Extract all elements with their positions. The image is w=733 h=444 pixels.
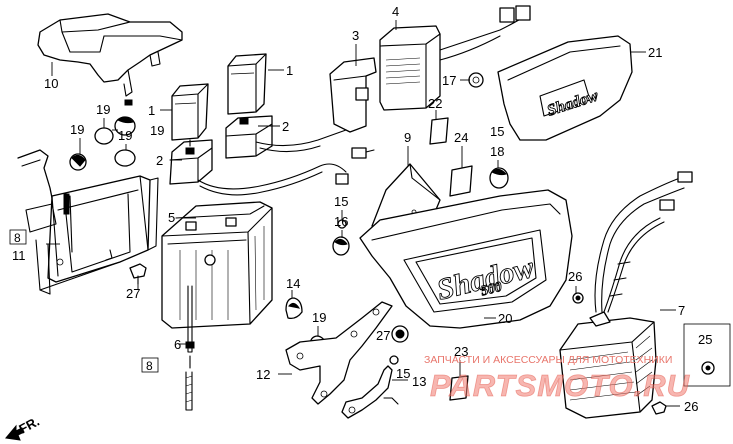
watermark-tagline: ЗАПЧАСТИ И АКСЕССУАРЫ ДЛЯ МОТОТЕХНИКИ xyxy=(424,354,672,366)
callout-23: 23 xyxy=(454,344,468,359)
part-21-left-cover: Shadow xyxy=(497,35,633,141)
callout-2-upper: 2 xyxy=(282,119,289,134)
part-23-decal xyxy=(449,375,469,401)
part-2-mount-lower xyxy=(169,139,213,185)
callout-19-c: 19 xyxy=(150,123,164,138)
callout-7: 7 xyxy=(678,303,685,318)
part-27-grommet-lower xyxy=(391,325,409,343)
callout-18: 18 xyxy=(490,144,504,159)
callout-6: 6 xyxy=(174,337,181,352)
callout-8-left: 8 xyxy=(14,231,21,245)
part-13-stay xyxy=(341,365,399,419)
front-direction-arrow: FR. xyxy=(5,414,42,441)
callout-27-lower: 27 xyxy=(376,328,390,343)
callout-20: 20 xyxy=(498,311,512,326)
part-12-bracket xyxy=(285,301,393,405)
callout-25: 25 xyxy=(698,332,712,347)
callout-15-lower: 15 xyxy=(396,366,410,381)
part-25-box xyxy=(683,323,731,387)
watermark: ЗАПЧАСТИ И АКСЕССУАРЫ ДЛЯ МОТОТЕХНИКИ PA… xyxy=(424,354,691,403)
callout-1-upper: 1 xyxy=(286,63,293,78)
part-2-mount-upper xyxy=(225,115,273,159)
callout-26-upper: 26 xyxy=(568,269,582,284)
part-15-grommet-lower xyxy=(389,355,399,365)
part-26-screw-lower xyxy=(651,401,667,415)
part-1-relay-upper xyxy=(227,53,267,115)
callout-labels: 10 1 1 2 2 19 19 19 19 3 4 21 17 22 24 9… xyxy=(12,4,712,414)
part-10-cover xyxy=(37,13,183,106)
callout-21: 21 xyxy=(648,45,662,60)
callout-17: 17 xyxy=(442,73,456,88)
callout-15-right: 15 xyxy=(490,124,504,139)
part-27-bolt-left xyxy=(129,263,147,285)
part-7-regulator xyxy=(559,171,693,419)
side-cover-emblem-sub: 500 xyxy=(479,280,503,300)
part-11-battery-holder xyxy=(17,149,159,295)
ref-box-8-lower xyxy=(141,357,159,373)
callout-13: 13 xyxy=(412,374,426,389)
part-18-grommet xyxy=(489,167,509,189)
callout-19-a: 19 xyxy=(96,102,110,117)
callout-10: 10 xyxy=(44,76,58,91)
callout-19-d: 19 xyxy=(118,128,132,143)
callout-3: 3 xyxy=(352,28,359,43)
callout-4: 4 xyxy=(392,4,399,19)
part-4-cdi-unit xyxy=(379,5,531,111)
callout-19-lower: 19 xyxy=(312,310,326,325)
ref-box-8-left xyxy=(9,229,27,245)
part-26-screw-upper xyxy=(572,292,584,304)
wiring-harness xyxy=(197,129,375,196)
callout-1-lower: 1 xyxy=(148,103,155,118)
callout-24: 24 xyxy=(454,130,468,145)
callout-27-left: 27 xyxy=(126,286,140,301)
callout-12: 12 xyxy=(256,367,270,382)
callout-11: 11 xyxy=(12,248,26,263)
callout-16: 16 xyxy=(334,214,348,229)
watermark-logo: PARTSMOTO.RU xyxy=(430,368,691,403)
part-14-grommet xyxy=(285,297,303,320)
part-3-bracket xyxy=(329,57,377,133)
callout-5: 5 xyxy=(168,210,175,225)
callout-14: 14 xyxy=(286,276,300,291)
callout-15-mid: 15 xyxy=(334,194,348,209)
callout-8-lower: 8 xyxy=(146,359,153,373)
callout-22: 22 xyxy=(428,96,442,111)
part-16-grommet xyxy=(332,236,350,256)
part-5-battery xyxy=(161,201,273,411)
part-20-side-cover: Shadow 500 xyxy=(359,189,573,329)
callout-9: 9 xyxy=(404,130,411,145)
part-22-decal xyxy=(429,117,449,145)
callout-2-lower: 2 xyxy=(156,153,163,168)
callout-26-lower: 26 xyxy=(684,399,698,414)
callout-19-b: 19 xyxy=(70,122,84,137)
part-24-decal xyxy=(449,165,473,197)
part-1-relay-lower xyxy=(171,83,209,141)
part-19-grommets xyxy=(69,116,136,171)
part-17-grommet xyxy=(468,72,484,88)
leader-lines xyxy=(46,20,680,407)
